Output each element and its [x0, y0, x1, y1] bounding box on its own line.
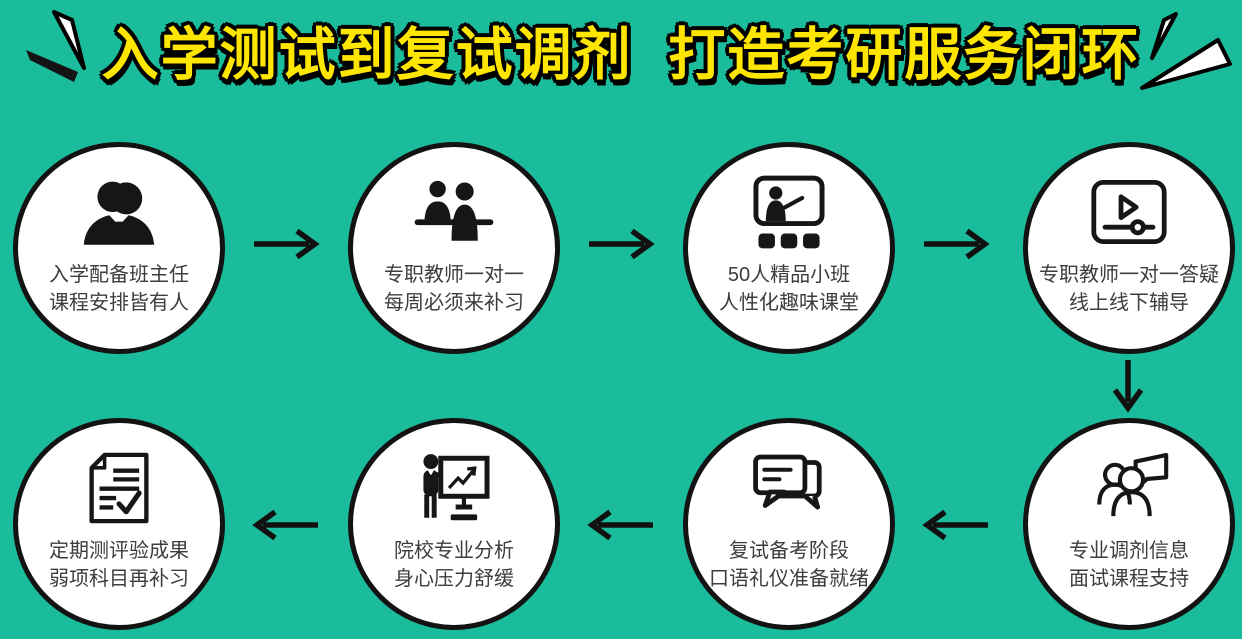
step-8-line1: 定期测评验成果	[49, 540, 189, 562]
flow-step-7: 院校专业分析 身心压力舒缓	[348, 418, 560, 630]
step-7-line2: 身心压力舒缓	[394, 568, 514, 590]
flow-step-2: 专职教师一对一 每周必须来补习	[348, 142, 560, 354]
step-5-label: 专业调剂信息 面试课程支持	[1069, 537, 1189, 593]
arrow-right-icon	[924, 228, 990, 260]
page-title: 入学测试到复试调剂 打造考研服务闭环	[101, 23, 1141, 87]
title-row: 入学测试到复试调剂 打造考研服务闭环	[0, 0, 1242, 100]
spark-left-icon	[26, 10, 86, 82]
arrow-right-icon	[589, 228, 655, 260]
step-5-line2: 面试课程支持	[1069, 568, 1189, 590]
step-6-line2: 口语礼仪准备就绪	[709, 568, 869, 590]
step-1-line1: 入学配备班主任	[49, 264, 189, 286]
flow-step-4: 专职教师一对一答疑 线上线下辅导	[1023, 142, 1235, 354]
step-6-label: 复试备考阶段 口语礼仪准备就绪	[709, 537, 869, 593]
step-7-line1: 院校专业分析	[394, 540, 514, 562]
document-check-icon	[83, 451, 155, 525]
flow-step-6: 复试备考阶段 口语礼仪准备就绪	[683, 418, 895, 630]
step-8-label: 定期测评验成果 弱项科目再补习	[49, 537, 189, 593]
step-1-label: 入学配备班主任 课程安排皆有人	[49, 261, 189, 317]
classroom-lecture-icon	[747, 175, 831, 249]
spark-right-icon	[1140, 12, 1232, 90]
step-3-label: 50人精品小班 人性化趣味课堂	[719, 261, 859, 317]
arrow-down-icon	[1112, 360, 1144, 413]
step-4-label: 专职教师一对一答疑 线上线下辅导	[1039, 261, 1219, 317]
arrow-left-icon	[922, 509, 988, 541]
arrow-right-icon	[254, 228, 320, 260]
two-teachers-desk-icon	[413, 175, 495, 249]
people-speech-bubble-icon	[1085, 451, 1173, 525]
video-lesson-icon	[1089, 175, 1169, 249]
step-2-line1: 专职教师一对一	[384, 264, 524, 286]
flow-step-1: 入学配备班主任 课程安排皆有人	[13, 142, 225, 354]
step-3-line2: 人性化趣味课堂	[719, 292, 859, 314]
step-6-line1: 复试备考阶段	[729, 540, 849, 562]
step-8-line2: 弱项科目再补习	[49, 568, 189, 590]
step-2-line2: 每周必须来补习	[384, 292, 524, 314]
flow-step-5: 专业调剂信息 面试课程支持	[1023, 418, 1235, 630]
arrow-left-icon	[252, 509, 318, 541]
flow-step-8: 定期测评验成果 弱项科目再补习	[13, 418, 225, 630]
step-4-line1: 专职教师一对一答疑	[1039, 264, 1219, 286]
step-3-line1: 50人精品小班	[727, 264, 851, 286]
step-5-line1: 专业调剂信息	[1069, 540, 1189, 562]
flow-step-3: 50人精品小班 人性化趣味课堂	[683, 142, 895, 354]
businessman-icon	[79, 175, 159, 249]
step-1-line2: 课程安排皆有人	[49, 292, 189, 314]
step-7-label: 院校专业分析 身心压力舒缓	[394, 537, 514, 593]
step-4-line2: 线上线下辅导	[1069, 292, 1189, 314]
chat-bubbles-icon	[749, 451, 829, 525]
step-2-label: 专职教师一对一 每周必须来补习	[384, 261, 524, 317]
arrow-left-icon	[587, 509, 653, 541]
presenter-chart-icon	[412, 451, 496, 525]
